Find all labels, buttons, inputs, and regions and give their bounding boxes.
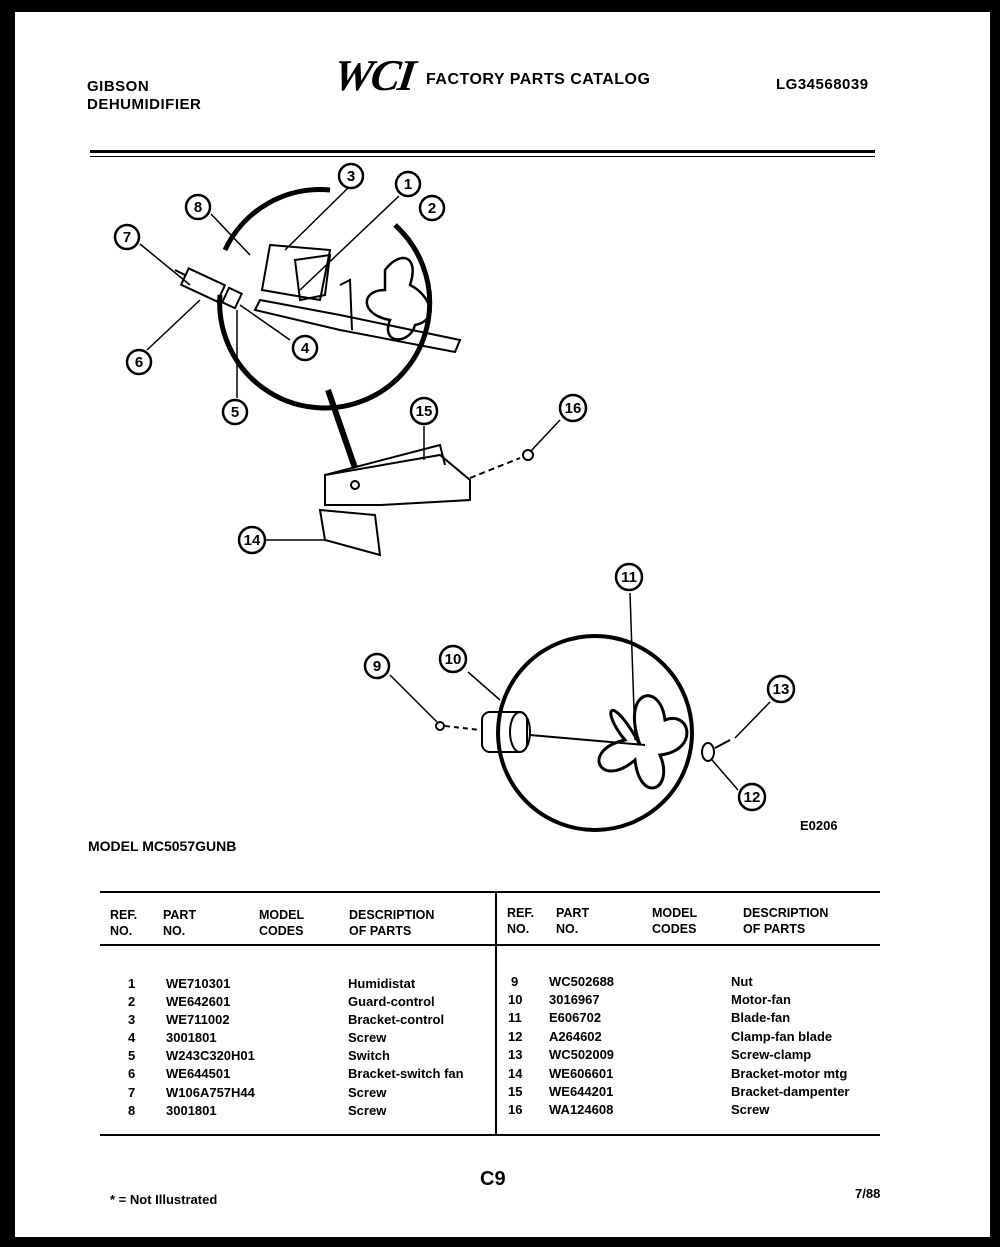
table-row-desc: Bracket-motor mtg <box>731 1066 848 1081</box>
table-row-ref: 3 <box>128 1012 136 1027</box>
callout-16: 16 <box>565 400 582 417</box>
guard-circle <box>217 223 433 411</box>
table-row-ref: 11 <box>508 1010 522 1025</box>
table-row-ref: 14 <box>508 1066 523 1081</box>
callout-3: 3 <box>347 168 355 185</box>
table-row-part: WE642601 <box>166 994 231 1009</box>
table-row-ref: 4 <box>128 1030 136 1045</box>
table-row-part: 3001801 <box>166 1103 217 1118</box>
table-row-ref: 15 <box>508 1084 523 1099</box>
table-row-desc: Screw <box>348 1085 387 1100</box>
catalog-page <box>15 12 990 1237</box>
table-row-part: WE710301 <box>166 976 231 991</box>
small-fan-icon <box>365 256 432 341</box>
header-rule-thin <box>90 156 875 157</box>
header-rule <box>90 150 875 153</box>
table-row-part: WC502009 <box>549 1047 615 1062</box>
callout-4: 4 <box>301 340 310 357</box>
table-row-ref: 1 <box>128 976 136 991</box>
motor-icon <box>481 711 528 753</box>
table-row-desc: Motor-fan <box>731 992 791 1007</box>
table-row-desc: Nut <box>731 974 753 989</box>
catalog-date: 7/88 <box>855 1186 881 1201</box>
table-row-ref: 5 <box>128 1048 136 1063</box>
callout-1: 1 <box>404 176 412 193</box>
exploded-parts-diagram: 1 2 3 4 5 6 7 8 9 10 11 12 13 14 15 16 E… <box>113 162 838 833</box>
callout-13: 13 <box>773 681 790 698</box>
table-row-part: 3001801 <box>166 1030 217 1045</box>
table-row-part: WC502688 <box>549 974 615 989</box>
table-row-part: WE711002 <box>166 1012 230 1027</box>
fan-shroud <box>496 634 694 832</box>
table-row-desc: Bracket-dampenter <box>731 1084 850 1099</box>
table-divider <box>495 891 497 1136</box>
callout-10: 10 <box>445 651 462 668</box>
callout-2: 2 <box>428 200 436 217</box>
table-row-desc: Screw-clamp <box>731 1047 812 1062</box>
table-row-ref: 7 <box>128 1085 136 1100</box>
table-row-desc: Guard-control <box>348 994 435 1009</box>
footnote: * = Not Illustrated <box>110 1192 218 1207</box>
table-row-desc: Blade-fan <box>731 1010 791 1025</box>
table-row-desc: Screw <box>348 1030 387 1045</box>
model-line: MODEL MC5057GUNB <box>88 838 237 854</box>
table-row-desc: Humidistat <box>348 976 416 991</box>
callout-7: 7 <box>123 229 131 246</box>
table-row-desc: Screw <box>348 1103 387 1118</box>
table-row-ref: 12 <box>508 1029 523 1044</box>
callout-12: 12 <box>744 789 761 806</box>
table-row-part: A264602 <box>549 1029 602 1044</box>
table-row-part: WA124608 <box>549 1102 614 1117</box>
table-row-part: E606702 <box>549 1010 602 1025</box>
table-row-ref: 6 <box>128 1066 136 1081</box>
table-row-ref: 10 <box>508 992 523 1007</box>
catalog-title: FACTORY PARTS CATALOG <box>426 71 651 88</box>
callout-6: 6 <box>135 354 143 371</box>
table-row-ref: 9 <box>511 974 519 989</box>
table-row-part: WE606601 <box>549 1066 614 1081</box>
table-row-desc: Switch <box>348 1048 390 1063</box>
table-row-ref: 13 <box>508 1047 523 1062</box>
fan-blade-icon <box>597 694 689 790</box>
table-row-part: W243C320H01 <box>166 1048 255 1063</box>
table-row-desc: Clamp-fan blade <box>731 1029 833 1044</box>
table-row-ref: 2 <box>128 994 136 1009</box>
table-row-part: WE644501 <box>166 1066 231 1081</box>
callout-9: 9 <box>373 658 381 675</box>
page-code: C9 <box>480 1168 506 1190</box>
callout-8: 8 <box>194 199 202 216</box>
table-top-rule <box>100 891 880 893</box>
table-bottom-rule <box>100 1134 880 1136</box>
table-row-ref: 8 <box>128 1103 136 1118</box>
product-type: DEHUMIDIFIER <box>87 96 202 113</box>
table-row-desc: Bracket-switch fan <box>348 1066 464 1081</box>
callout-14: 14 <box>244 532 261 549</box>
col-ref-header-right: REF.NO. <box>507 906 535 936</box>
table-row-part: 3016967 <box>549 992 600 1007</box>
callout-5: 5 <box>231 404 239 421</box>
callout-11: 11 <box>621 569 637 586</box>
table-row-desc: Screw <box>731 1102 770 1117</box>
table-row-part: W106A757H44 <box>166 1085 255 1100</box>
table-row-part: WE644201 <box>549 1084 614 1099</box>
table-row-ref: 16 <box>508 1102 523 1117</box>
table-header-rule <box>100 944 880 946</box>
brand-name: GIBSON <box>87 78 150 95</box>
table-row-desc: Bracket-control <box>348 1012 445 1027</box>
catalog-number: LG34568039 <box>776 76 869 93</box>
callout-15: 15 <box>416 403 433 420</box>
col-ref-header: REF.NO. <box>110 908 138 938</box>
figure-code: E0206 <box>800 818 838 833</box>
